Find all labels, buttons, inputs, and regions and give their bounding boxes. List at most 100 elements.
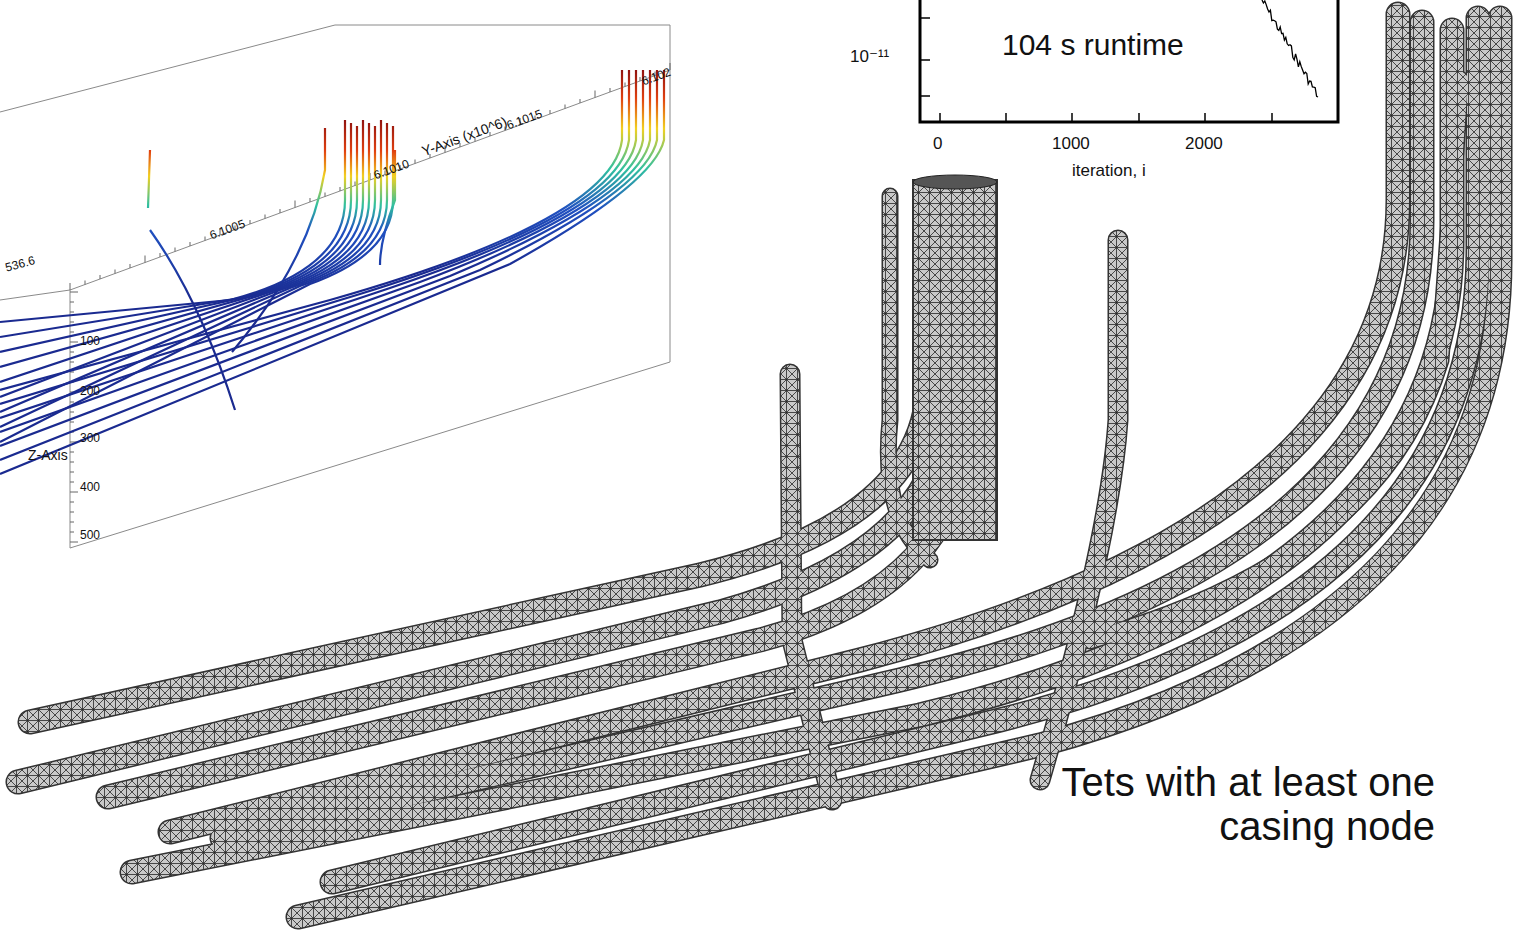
- axis-line: [70, 362, 670, 548]
- tick-mark: [325, 193, 326, 197]
- axis-tick-label: 300: [80, 432, 100, 445]
- tick-mark: [160, 253, 161, 257]
- tick-mark: [550, 110, 551, 114]
- tick-mark: [70, 412, 74, 413]
- tick-mark: [70, 302, 74, 303]
- well-trajectory: [0, 123, 351, 337]
- tick-mark: [280, 209, 281, 213]
- axis-tick-label: 10⁻¹¹: [850, 48, 889, 67]
- well-trajectory: [0, 120, 381, 412]
- tick-mark: [70, 532, 74, 533]
- axis-tick-label: 6.1015: [505, 107, 544, 132]
- caption-note: Tets with at least one casing node: [1015, 760, 1435, 848]
- tick-mark: [70, 472, 74, 473]
- tick-mark: [70, 342, 78, 343]
- tick-mark: [130, 264, 131, 268]
- tick-mark: [190, 242, 191, 246]
- tick-mark: [1071, 113, 1073, 122]
- well-trajectory: [0, 123, 387, 427]
- axis-tick-label: 500: [80, 529, 100, 542]
- tick-mark: [939, 113, 941, 122]
- axis-title: iteration, i: [1072, 162, 1146, 181]
- casing-mesh-tube: [108, 190, 966, 797]
- tick-mark: [580, 99, 581, 103]
- tick-mark: [310, 198, 311, 202]
- casing-mesh: [18, 14, 1500, 917]
- axis-tick-label: 6.1005: [208, 217, 247, 242]
- tick-mark: [265, 215, 266, 219]
- tick-mark: [295, 201, 296, 208]
- tick-mark: [70, 352, 74, 353]
- axis-line: [335, 25, 670, 26]
- axis-tick-label: 100: [80, 335, 100, 348]
- well-trajectory: [0, 126, 357, 352]
- tick-mark: [920, 17, 930, 19]
- tick-mark: [70, 542, 78, 543]
- casing-mesh-tube: [790, 374, 832, 800]
- tick-mark: [610, 88, 611, 92]
- axis-line: [0, 290, 70, 300]
- axis-tick-label: 2000: [1185, 135, 1223, 154]
- axis-title: Y-Axis (x10^6): [420, 114, 509, 159]
- axis-tick-label: 1000: [1052, 135, 1090, 154]
- tick-mark: [355, 182, 356, 186]
- trajectory-plot: [0, 25, 670, 548]
- tick-mark: [1271, 113, 1273, 122]
- tick-mark: [340, 187, 341, 191]
- annotation: 104 s runtime: [1002, 28, 1184, 61]
- tick-mark: [70, 512, 74, 513]
- axis-title: Z-Axis: [28, 448, 68, 463]
- well-trajectory: [0, 70, 650, 446]
- tick-mark: [920, 95, 930, 97]
- tick-mark: [70, 502, 74, 503]
- tick-mark: [115, 270, 116, 274]
- axis-line: [0, 25, 335, 112]
- tick-mark: [625, 83, 626, 87]
- tick-mark: [70, 492, 78, 493]
- axis-tick-label: 6.1010: [372, 157, 411, 182]
- tick-mark: [70, 292, 78, 293]
- tick-mark: [70, 462, 74, 463]
- tick-mark: [1204, 113, 1206, 122]
- well-trajectory: [0, 123, 369, 382]
- casing-mesh-tube: [132, 30, 1452, 872]
- axis-tick-label: 536.6: [4, 254, 36, 275]
- tick-mark: [85, 281, 86, 285]
- well-trajectory: [0, 70, 643, 432]
- tick-mark: [565, 105, 566, 109]
- casing-mesh-tower: [913, 180, 997, 540]
- convergence-plot: [920, 0, 1338, 122]
- tick-mark: [70, 522, 74, 523]
- axis-tick-label: 0: [933, 135, 942, 154]
- residual-curve: [1262, 0, 1318, 97]
- tick-mark: [1138, 113, 1140, 122]
- tick-mark: [70, 402, 74, 403]
- tick-mark: [175, 248, 176, 252]
- plot-frame: [920, 0, 1338, 122]
- tick-mark: [100, 275, 101, 279]
- well-trajectory: [0, 70, 636, 418]
- tick-mark: [70, 332, 74, 333]
- tick-mark: [415, 160, 416, 164]
- tick-mark: [205, 237, 206, 241]
- tick-mark: [1005, 113, 1007, 122]
- casing-mesh-tube: [332, 18, 1478, 882]
- tick-mark: [70, 322, 74, 323]
- axis-tick-label: 200: [80, 385, 100, 398]
- tick-mark: [70, 422, 74, 423]
- tick-mark: [595, 91, 596, 98]
- tick-mark: [70, 362, 74, 363]
- tube-cap: [913, 175, 997, 189]
- axis-tick-label: 400: [80, 481, 100, 494]
- casing-mesh-tube: [298, 18, 1500, 917]
- tick-mark: [145, 256, 146, 263]
- well-trajectory: [0, 70, 664, 474]
- tick-mark: [250, 220, 251, 224]
- tick-mark: [70, 312, 74, 313]
- tick-mark: [70, 482, 74, 483]
- tick-mark: [920, 59, 930, 61]
- well-trajectory: [0, 126, 393, 442]
- casing-mesh-tube: [1040, 240, 1118, 780]
- well-trajectory: [0, 70, 657, 460]
